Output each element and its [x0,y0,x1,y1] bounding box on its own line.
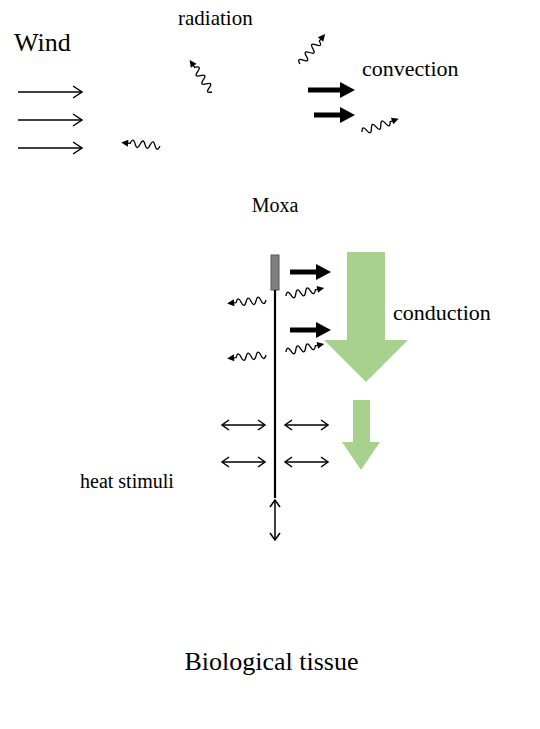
radiation-wave [297,32,327,66]
tissue-block-outline [65,383,478,729]
radiation-wave [227,297,266,307]
node-text: Moxa [252,194,299,217]
convection-label: convection [362,56,459,81]
wind-label: Wind [14,28,71,58]
needle [274,290,276,498]
radiation-wave [187,58,215,94]
tissue-block: Biological tissue [65,383,478,729]
conduction-label: conduction [393,300,491,325]
radiation-wave [285,340,325,355]
conduction-arrow [342,400,380,470]
heat-stimuli-label: heat stimuli [80,470,174,493]
heat-stimuli-arrows [222,420,328,540]
needle-handle [271,255,279,290]
moxa-cone-outline [195,45,355,255]
radiation-wave [121,139,160,149]
moxa-cone: Moxa [195,45,355,255]
radiation-wave [361,115,400,135]
convection-arrows [290,82,355,338]
radiation-wave [227,352,266,362]
node-text: Biological tissue [184,647,358,677]
radiation-wave [285,284,325,299]
wind-arrows [18,86,82,154]
radiation-label: radiation [178,6,253,30]
